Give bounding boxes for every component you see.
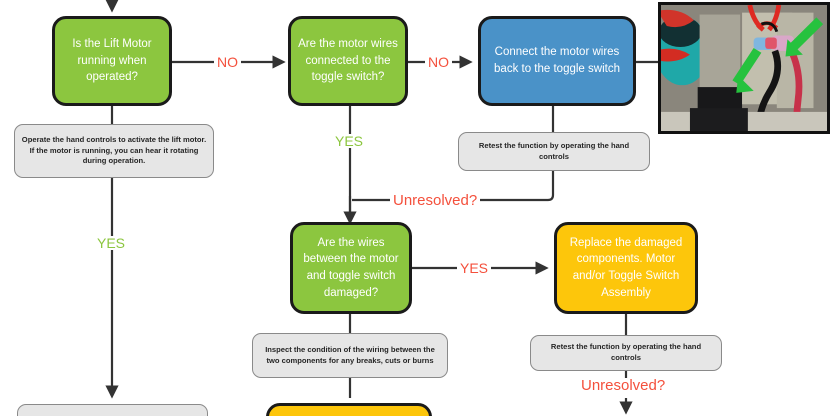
node-connect-motor-wires[interactable]: Connect the motor wires back to the togg… bbox=[478, 16, 636, 106]
edge-label-yes-damaged: YES bbox=[457, 261, 492, 275]
toggle-switch-wiring-photo bbox=[658, 2, 830, 134]
note-inspect-wiring: Inspect the condition of the wiring betw… bbox=[252, 333, 448, 378]
node-label: Connect the motor wires back to the togg… bbox=[494, 46, 620, 75]
note-operate-hand-controls: Operate the hand controls to activate th… bbox=[14, 124, 214, 178]
edge-label-yes-center: YES bbox=[332, 134, 367, 148]
node-label: Are the wires between the motor and togg… bbox=[303, 236, 399, 299]
note-bottom-left-partial[interactable] bbox=[17, 404, 208, 416]
node-label: Is the Lift Motor running when operated? bbox=[72, 37, 152, 84]
node-label: Are the motor wires connected to the tog… bbox=[298, 37, 398, 84]
note-retest-top: Retest the function by operating the han… bbox=[458, 132, 650, 171]
photo-contents bbox=[661, 5, 827, 131]
note-text: Retest the function by operating the han… bbox=[478, 140, 630, 161]
edge-label-no-1: NO bbox=[214, 55, 241, 69]
node-label: Replace the damaged components. Motor an… bbox=[569, 236, 683, 299]
edge-label-unresolved-bottom: Unresolved? bbox=[578, 378, 669, 393]
note-text: Inspect the condition of the wiring betw… bbox=[265, 344, 435, 365]
edge-label-unresolved-top: Unresolved? bbox=[390, 193, 481, 208]
node-bottom-center-partial[interactable] bbox=[266, 403, 432, 416]
node-is-lift-motor-running[interactable]: Is the Lift Motor running when operated? bbox=[52, 16, 172, 106]
node-are-wires-damaged[interactable]: Are the wires between the motor and togg… bbox=[290, 222, 412, 314]
node-replace-damaged-components[interactable]: Replace the damaged components. Motor an… bbox=[554, 222, 698, 314]
note-retest-bottom: Retest the function by operating the han… bbox=[530, 335, 722, 371]
edge-label-yes-left: YES bbox=[94, 236, 129, 250]
note-text: Operate the hand controls to activate th… bbox=[21, 134, 207, 166]
edge-label-no-2: NO bbox=[425, 55, 452, 69]
note-text: Retest the function by operating the han… bbox=[550, 342, 702, 362]
node-are-motor-wires-connected[interactable]: Are the motor wires connected to the tog… bbox=[288, 16, 408, 106]
